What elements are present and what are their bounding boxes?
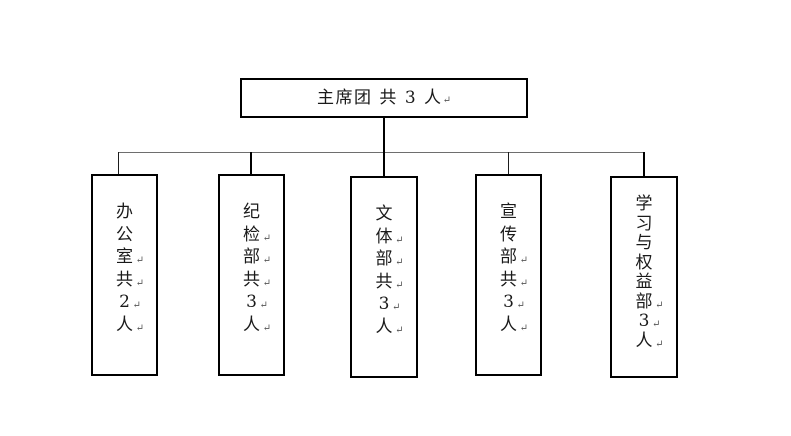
return-mark-icon: ↵ (395, 257, 404, 268)
label-char: 3↵ (503, 292, 525, 312)
child-node-label-discipline: 纪检↵部↵共↵3↵人↵ (243, 176, 271, 374)
return-mark-icon: ↵ (135, 277, 144, 289)
label-char: 共↵ (375, 271, 404, 292)
return-mark-icon: ↵ (516, 300, 525, 311)
return-mark-icon: ↵ (652, 319, 661, 330)
label-char: 益 (635, 272, 653, 292)
label-char: 人↵ (635, 330, 664, 351)
return-mark-icon: ↵ (395, 234, 404, 246)
return-mark-icon: ↵ (262, 255, 271, 266)
label-char: 纪 (243, 202, 260, 222)
label-char: 3↵ (246, 292, 268, 312)
label-char: 部↵ (243, 247, 271, 267)
label-char: 共↵ (243, 269, 271, 290)
return-mark-icon: ↵ (392, 302, 401, 313)
child-node-label-culture-sports: 文体↵部↵共↵3↵人↵ (375, 178, 404, 376)
drop-connector-office (118, 152, 119, 174)
return-mark-icon: ↵ (132, 300, 141, 311)
return-mark-icon: ↵ (395, 324, 404, 336)
label-char: 体↵ (375, 226, 404, 247)
label-char: 学 (635, 194, 653, 214)
label-char: 室↵ (116, 247, 144, 267)
label-char: 检↵ (243, 224, 271, 245)
drop-connector-publicity (508, 152, 509, 174)
label-char: 与 (635, 233, 653, 253)
horizontal-bus-connector (118, 152, 644, 153)
return-mark-icon: ↵ (519, 322, 528, 334)
root-stem-connector (383, 118, 385, 152)
label-char: 共↵ (116, 269, 144, 290)
child-node-box-office[interactable]: 办公室↵共↵2↵人↵ (91, 174, 158, 376)
child-node-label-study-rights: 学习与权益部↵3↵人↵ (635, 178, 664, 376)
return-mark-icon: ↵ (262, 277, 271, 289)
child-node-box-publicity[interactable]: 宣传部↵共↵3↵人↵ (475, 174, 542, 376)
label-char: 3↵ (638, 311, 661, 331)
root-node-box[interactable]: 主席团 共 3 人↵ (240, 78, 528, 118)
return-mark-icon: ↵ (655, 299, 664, 311)
label-char: 办 (116, 202, 133, 222)
label-char: 公 (116, 224, 133, 245)
drop-connector-discipline (250, 152, 252, 174)
child-node-box-study-rights[interactable]: 学习与权益部↵3↵人↵ (610, 176, 678, 378)
return-mark-icon: ↵ (442, 94, 451, 106)
child-node-label-office: 办公室↵共↵2↵人↵ (116, 176, 144, 374)
return-mark-icon: ↵ (135, 322, 144, 334)
return-mark-icon: ↵ (519, 277, 528, 289)
drop-connector-study-rights (643, 152, 645, 176)
label-char: 宣 (500, 202, 517, 222)
child-node-box-culture-sports[interactable]: 文体↵部↵共↵3↵人↵ (350, 176, 418, 378)
root-node-label: 主席团 共 3 人↵ (317, 87, 451, 108)
label-char: 共↵ (500, 269, 528, 290)
label-char: 习 (635, 213, 653, 234)
label-char: 部↵ (375, 249, 404, 269)
drop-connector-culture-sports (383, 152, 385, 176)
label-char: 人↵ (500, 314, 528, 335)
label-char: 文 (375, 204, 393, 224)
label-char: 人↵ (243, 314, 271, 335)
label-char: 人↵ (116, 314, 144, 335)
return-mark-icon: ↵ (259, 300, 268, 311)
label-char: 权 (635, 252, 653, 273)
label-char: 部↵ (500, 247, 528, 267)
child-node-label-publicity: 宣传部↵共↵3↵人↵ (500, 176, 528, 374)
return-mark-icon: ↵ (519, 255, 528, 266)
child-node-box-discipline[interactable]: 纪检↵部↵共↵3↵人↵ (218, 174, 285, 376)
label-char: 部↵ (635, 291, 664, 312)
return-mark-icon: ↵ (655, 338, 664, 350)
return-mark-icon: ↵ (135, 255, 144, 266)
label-char: 传 (500, 224, 517, 245)
label-char: 2↵ (119, 292, 141, 312)
label-char: 3↵ (378, 294, 401, 314)
return-mark-icon: ↵ (395, 279, 404, 291)
label-char: 人↵ (375, 316, 404, 337)
return-mark-icon: ↵ (262, 322, 271, 334)
return-mark-icon: ↵ (262, 232, 271, 244)
